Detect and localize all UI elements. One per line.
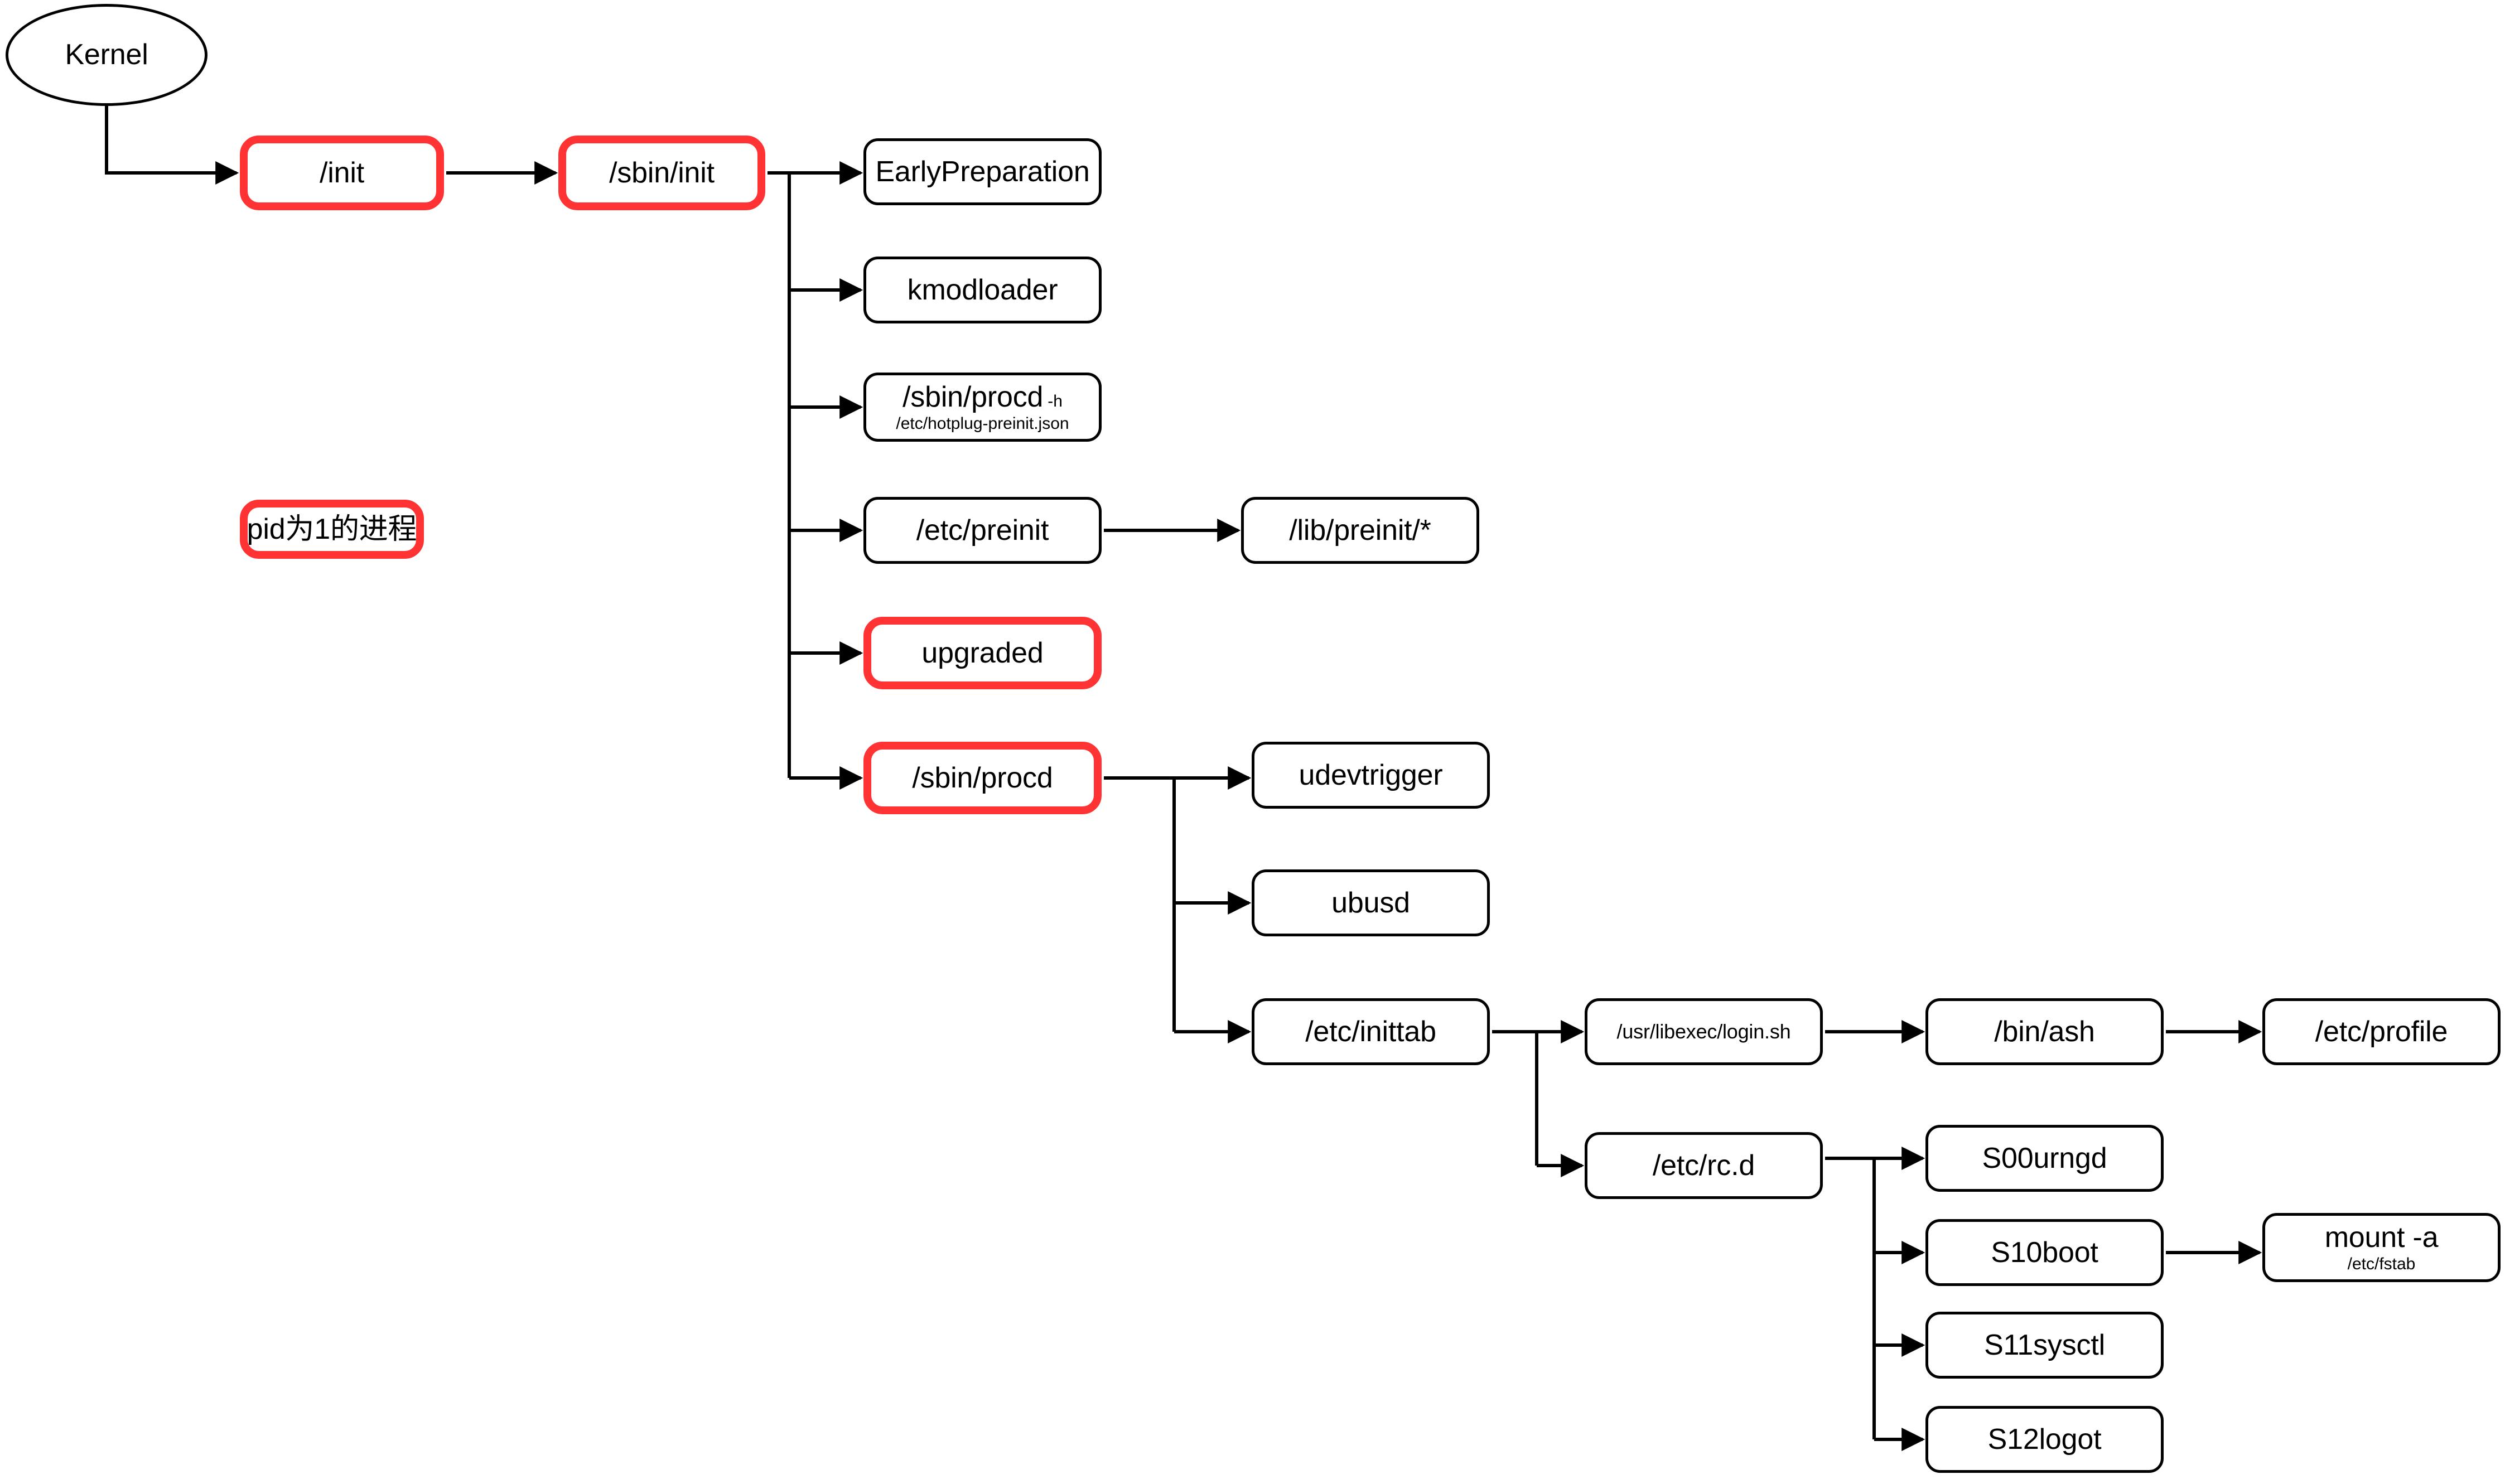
node-flag: -h bbox=[1048, 391, 1063, 410]
node-label-row: upgraded bbox=[921, 638, 1043, 669]
node-lib-preinit[interactable]: /lib/preinit/* bbox=[1241, 497, 1479, 564]
node-s11sysctl[interactable]: S11sysctl bbox=[1925, 1312, 2164, 1379]
node-label: Kernel bbox=[65, 38, 148, 71]
node-procd-hotplug[interactable]: /sbin/procd-h/etc/hotplug-preinit.json bbox=[863, 373, 1102, 442]
node-sublabel: /etc/fstab bbox=[2347, 1254, 2416, 1273]
node-etc-rcd[interactable]: /etc/rc.d bbox=[1585, 1132, 1823, 1199]
node-label-row: /sbin/procd-h bbox=[902, 382, 1063, 413]
node-label-row: kmodloader bbox=[908, 275, 1058, 306]
node-label: S00urngd bbox=[1982, 1142, 2107, 1174]
node-s10boot[interactable]: S10boot bbox=[1925, 1219, 2164, 1286]
node-upgraded[interactable]: upgraded bbox=[863, 617, 1102, 689]
node-s12logot[interactable]: S12logot bbox=[1925, 1406, 2164, 1473]
node-label: /usr/libexec/login.sh bbox=[1616, 1020, 1791, 1043]
node-kmodloader[interactable]: kmodloader bbox=[863, 257, 1102, 323]
node-etc-preinit[interactable]: /etc/preinit bbox=[863, 497, 1102, 564]
node-label: kmodloader bbox=[907, 273, 1058, 306]
node-label: /etc/inittab bbox=[1305, 1015, 1436, 1048]
node-label-row: S12logot bbox=[1988, 1424, 2102, 1455]
node-earlyprep[interactable]: EarlyPreparation bbox=[863, 138, 1102, 205]
node-label: S11sysctl bbox=[1984, 1328, 2105, 1361]
node-mount-a[interactable]: mount -a/etc/fstab bbox=[2262, 1213, 2501, 1282]
node-label-row: /sbin/procd bbox=[912, 763, 1053, 794]
node-label-row: /etc/inittab bbox=[1305, 1017, 1436, 1047]
node-label: /etc/profile bbox=[2315, 1015, 2448, 1048]
node-label-row: /sbin/init bbox=[609, 158, 715, 188]
node-label-row: /etc/profile bbox=[2315, 1017, 2448, 1047]
node-udevtrigger[interactable]: udevtrigger bbox=[1252, 742, 1490, 809]
node-label-row: udevtrigger bbox=[1299, 760, 1443, 791]
legend-pid1-box: pid为1的进程 bbox=[240, 500, 424, 559]
node-label-row: EarlyPreparation bbox=[875, 157, 1089, 187]
node-sbin-procd[interactable]: /sbin/procd bbox=[863, 742, 1102, 814]
node-label: EarlyPreparation bbox=[875, 155, 1090, 188]
node-label-row: /lib/preinit/* bbox=[1289, 515, 1431, 546]
node-label: /lib/preinit/* bbox=[1289, 514, 1431, 547]
node-s00urngd[interactable]: S00urngd bbox=[1925, 1125, 2164, 1192]
node-label-row: ubusd bbox=[1331, 888, 1410, 919]
node-sbin-init[interactable]: /sbin/init bbox=[558, 136, 765, 210]
node-kernel[interactable]: Kernel bbox=[6, 4, 207, 106]
node-label: /sbin/procd bbox=[902, 380, 1044, 413]
node-label: /etc/rc.d bbox=[1652, 1149, 1755, 1182]
node-label-row: S10boot bbox=[1991, 1238, 2098, 1268]
node-label: /sbin/procd bbox=[912, 761, 1053, 794]
node-label-row: S00urngd bbox=[1982, 1143, 2107, 1174]
node-etc-profile[interactable]: /etc/profile bbox=[2262, 998, 2501, 1065]
node-label: udevtrigger bbox=[1299, 758, 1443, 791]
node-label-row: S11sysctl bbox=[1984, 1330, 2105, 1361]
node-label: /sbin/init bbox=[609, 156, 715, 189]
node-label: /init bbox=[320, 156, 364, 189]
node-etc-inittab[interactable]: /etc/inittab bbox=[1252, 998, 1490, 1065]
node-label: /bin/ash bbox=[1994, 1015, 2095, 1048]
node-init[interactable]: /init bbox=[240, 136, 444, 210]
node-label-row: /etc/preinit bbox=[916, 515, 1049, 546]
node-label-row: /usr/libexec/login.sh bbox=[1617, 1021, 1791, 1042]
edge-kernel-init bbox=[105, 106, 239, 185]
node-label-row: /etc/rc.d bbox=[1653, 1151, 1755, 1181]
node-label-row: /init bbox=[320, 158, 364, 188]
node-label: S12logot bbox=[1987, 1423, 2102, 1456]
node-label: S10boot bbox=[1991, 1236, 2098, 1269]
node-bin-ash[interactable]: /bin/ash bbox=[1925, 998, 2164, 1065]
node-login-sh[interactable]: /usr/libexec/login.sh bbox=[1585, 998, 1823, 1065]
node-label-row: Kernel bbox=[65, 40, 148, 70]
node-label: /etc/preinit bbox=[916, 514, 1049, 547]
node-sublabel: /etc/hotplug-preinit.json bbox=[896, 414, 1069, 433]
node-label: ubusd bbox=[1331, 886, 1410, 919]
node-label-row: /bin/ash bbox=[1994, 1017, 2095, 1047]
node-ubusd[interactable]: ubusd bbox=[1252, 869, 1490, 936]
node-label-row: mount -a bbox=[2325, 1222, 2439, 1253]
node-label: upgraded bbox=[921, 636, 1044, 669]
legend-label: pid为1的进程 bbox=[247, 513, 417, 545]
node-label: mount -a bbox=[2324, 1221, 2439, 1254]
